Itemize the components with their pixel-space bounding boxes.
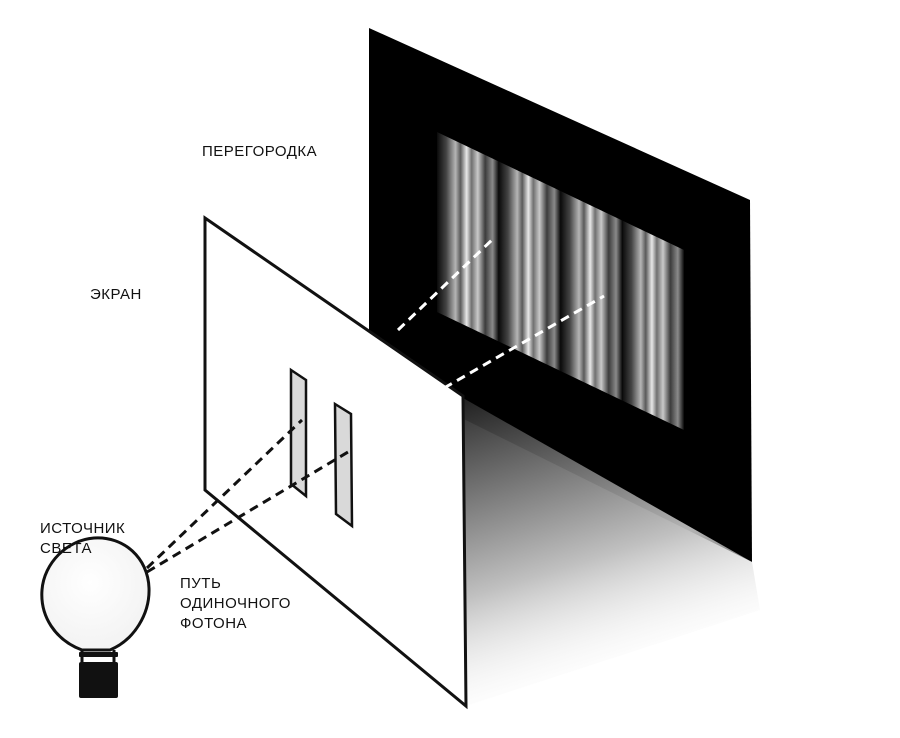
light-source-label-line: СВЕТА bbox=[40, 540, 93, 557]
fringe-band bbox=[560, 191, 623, 401]
light-source-label: ИСТОЧНИК СВЕТА bbox=[40, 519, 125, 559]
screen-shadow bbox=[463, 398, 760, 706]
fringe-band bbox=[437, 132, 499, 342]
fringe-band bbox=[622, 220, 684, 430]
screen-label: ЭКРАН bbox=[90, 286, 142, 303]
photon-path-line bbox=[396, 236, 496, 332]
photon-path-label-line: ОДИНОЧНОГО bbox=[180, 595, 291, 612]
photon-path-label-line: ПУТЬ bbox=[180, 575, 222, 592]
slit-right bbox=[333, 401, 354, 529]
photon-path-label-line: ФОТОНА bbox=[180, 615, 248, 632]
slit-left bbox=[289, 367, 308, 499]
fringe-band bbox=[498, 161, 561, 371]
photon-path-label: ПУТЬ ОДИНОЧНОГО ФОТОНА bbox=[180, 574, 291, 634]
photon-path-line bbox=[145, 418, 304, 570]
photon-path-line bbox=[443, 294, 605, 390]
photon-path-line bbox=[146, 450, 349, 574]
light-source-label-line: ИСТОЧНИК bbox=[40, 520, 126, 537]
partition-label: ПЕРЕГОРОДКА bbox=[202, 143, 318, 160]
interference-pattern bbox=[437, 132, 684, 430]
light-bulb-icon bbox=[40, 536, 151, 698]
